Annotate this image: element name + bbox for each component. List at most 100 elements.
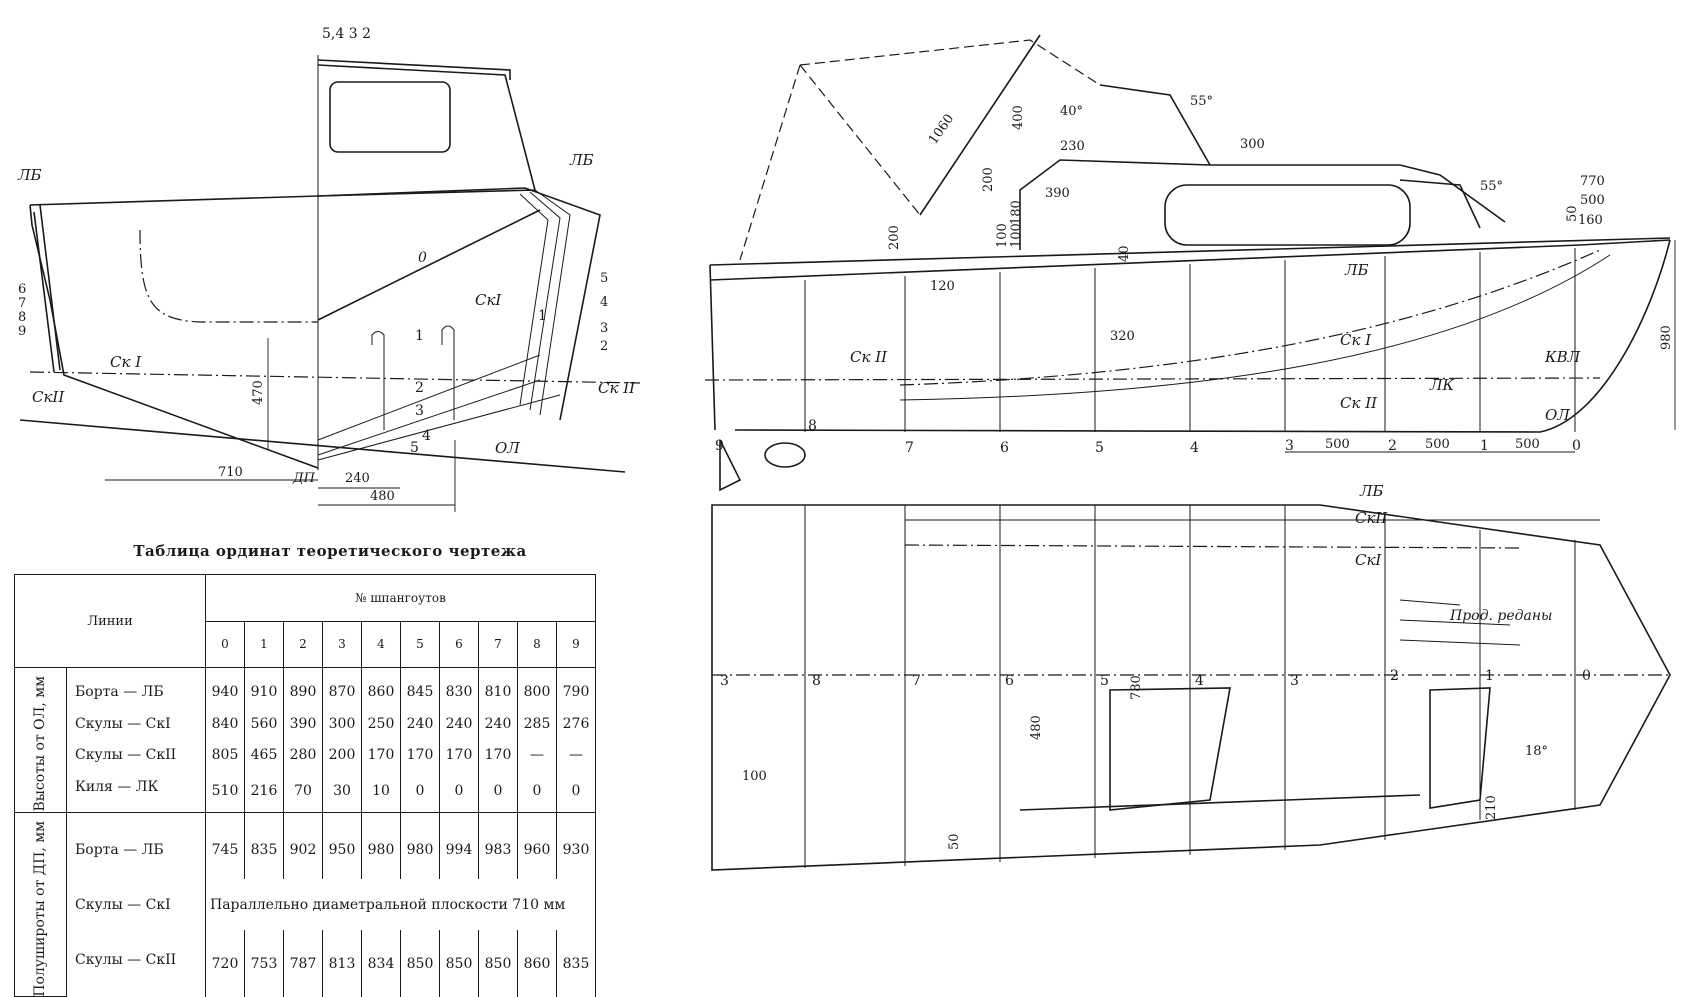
body-deck-line (29, 195, 319, 206)
body-bow-outline (317, 187, 601, 421)
svg-text:2: 2 (1388, 438, 1397, 454)
svg-text:230: 230 (1060, 139, 1085, 154)
svg-text:100: 100 (1009, 223, 1024, 248)
plan-station-lines (804, 505, 1576, 868)
body-step-2 (441, 325, 455, 420)
svg-text:7: 7 (905, 440, 914, 456)
profile-windshield (1099, 84, 1211, 166)
table-frame-numbers: 0 1 2 3 4 5 6 7 8 9 (15, 620, 596, 668)
body-right-num-2: 2 (600, 339, 608, 354)
body-right-num-5: 5 (600, 271, 608, 286)
plan-view: ЛБ СкII СкI Прод. реданы 3 8 7 6 5 4 3 2… (711, 482, 1671, 871)
profile-keel-line (734, 239, 1671, 433)
profile-ol-label: ОЛ (1545, 406, 1570, 424)
svg-text:500: 500 (1580, 193, 1605, 208)
profile-dims: 1060 400 40° 55° 230 300 200 390 180 100… (887, 94, 1674, 452)
svg-text:4: 4 (1190, 440, 1199, 456)
table-lines-header: Линии (14, 574, 206, 668)
plan-outline (711, 504, 1671, 871)
profile-cabin-window (1164, 184, 1411, 246)
baseline-ol-line (19, 419, 626, 473)
svg-text:400: 400 (1011, 105, 1026, 130)
plan-sk1 (904, 544, 1521, 549)
svg-text:8: 8 (812, 673, 821, 689)
svg-text:50: 50 (1565, 205, 1580, 222)
svg-text:0: 0 (1582, 668, 1591, 684)
plan-dims: 780 480 100 50 18° 210 (742, 675, 1548, 850)
plan-fore-hatch (1429, 687, 1491, 809)
svg-text:100: 100 (995, 223, 1010, 248)
body-line-label-0: 0 (418, 250, 427, 266)
dim-480: 480 (370, 489, 395, 504)
table-group-heights: Высоты от ОЛ, мм (14, 667, 67, 813)
svg-text:480: 480 (1029, 715, 1044, 740)
body-cabin-window (329, 81, 451, 153)
profile-sk2-label: Ск II (1340, 394, 1378, 412)
body-top-numbers: 5,4 3 2 (322, 26, 371, 42)
profile-awning-top (799, 39, 1101, 86)
table-row: Скулы — СкII 720 753 787 813 834 850 850… (15, 930, 596, 997)
svg-text:3: 3 (720, 673, 729, 689)
profile-station-labels: 9 8 7 6 5 4 3 2 1 0 (715, 418, 1581, 456)
body-step-1 (371, 331, 385, 430)
profile-kvl-label: КВЛ (1544, 348, 1581, 366)
svg-text:8: 8 (808, 418, 817, 434)
profile-awning-bar (919, 34, 1041, 216)
plan-seat (1019, 794, 1421, 811)
svg-text:6: 6 (1005, 673, 1014, 689)
body-line-label-2: 2 (415, 380, 424, 396)
plan-station-labels: 3 8 7 6 5 4 3 2 1 0 (720, 668, 1591, 689)
plan-redany (1399, 599, 1521, 646)
body-bow-frame-2 (529, 191, 561, 411)
ordinates-table: Линии № шпангоутов 0 1 2 3 4 5 6 7 8 9 В… (14, 574, 596, 997)
svg-text:4: 4 (1195, 673, 1204, 689)
svg-text:40: 40 (1117, 245, 1132, 262)
profile-sk2-line (899, 254, 1611, 401)
dim-710: 710 (218, 465, 243, 480)
svg-text:3: 3 (1285, 438, 1294, 454)
profile-station-lines (804, 248, 1576, 432)
body-line-1 (317, 354, 541, 441)
svg-text:55°: 55° (1480, 179, 1503, 194)
svg-text:770: 770 (1580, 174, 1605, 189)
body-line-label-1: 1 (415, 328, 424, 344)
table-parallel-note: Параллельно диаметральной плоскости 710 … (205, 879, 596, 931)
body-left-num-8: 8 (18, 310, 26, 325)
profile-cabin-roof (1019, 159, 1506, 250)
dim-470: 470 (251, 380, 266, 405)
body-line-2 (317, 379, 541, 456)
body-left-num-9: 9 (18, 324, 26, 339)
profile-transom (709, 264, 716, 431)
svg-text:120: 120 (930, 279, 955, 294)
table-title: Таблица ординат теоретического чертежа (133, 542, 527, 560)
profile-awning-rear (739, 64, 801, 261)
plan-hatch (1109, 687, 1231, 811)
body-line-label-5: 5 (410, 440, 419, 456)
body-sk2-right: Ск II (598, 379, 636, 397)
svg-text:5: 5 (1100, 673, 1109, 689)
dim-240: 240 (345, 471, 370, 486)
profile-front-window (1399, 179, 1481, 229)
svg-text:7: 7 (912, 673, 921, 689)
sk2-centerline (29, 371, 641, 384)
body-stern-outline (29, 204, 319, 469)
svg-text:390: 390 (1045, 186, 1070, 201)
body-line-0 (317, 209, 541, 321)
svg-text:210: 210 (1484, 795, 1499, 820)
table-row: Скулы — СкI Параллельно диаметральной пл… (15, 879, 596, 931)
svg-text:980: 980 (1659, 325, 1674, 350)
profile-kvl-line (704, 377, 1601, 381)
body-roof-line (317, 59, 511, 80)
profile-propeller (764, 442, 806, 468)
svg-text:100: 100 (742, 769, 767, 784)
body-bow-frame-3 (519, 193, 549, 406)
svg-text:2: 2 (1390, 668, 1399, 684)
profile-deck-line (709, 237, 1671, 266)
svg-text:500: 500 (1425, 437, 1450, 452)
body-line-3 (317, 394, 561, 461)
svg-text:9: 9 (715, 438, 724, 454)
svg-text:6: 6 (1000, 440, 1009, 456)
profile-lb-label: ЛБ (1344, 261, 1369, 279)
table-group-halfwidths: Полуширoты от ДП, мм (14, 811, 67, 997)
profile-awning-mid (799, 64, 921, 216)
